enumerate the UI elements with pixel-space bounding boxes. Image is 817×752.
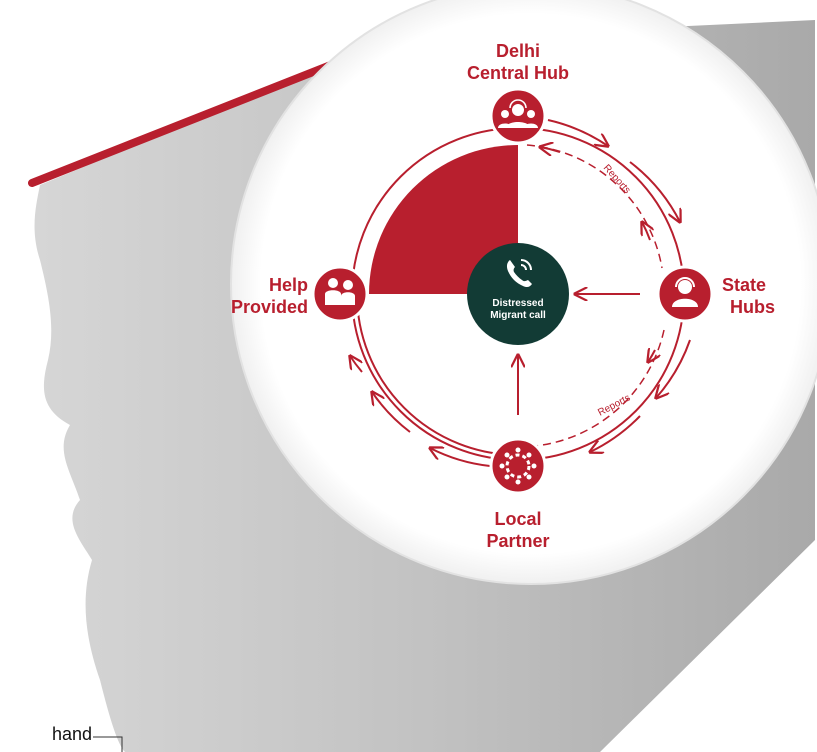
label-line: Delhi	[495, 41, 540, 61]
node-state-hubs	[656, 265, 714, 323]
people-embrace-icon	[325, 278, 355, 305]
label-help-provided: Help Provided	[212, 274, 308, 318]
node-local-partner	[489, 437, 547, 495]
inner-ring	[356, 293, 519, 456]
node-help-provided	[311, 265, 369, 323]
center-arrows	[518, 294, 640, 415]
corner-text: hand	[52, 724, 93, 744]
partner-circle-icon	[499, 447, 537, 485]
flow-arrows	[350, 119, 691, 467]
label-line: Hubs	[730, 297, 775, 317]
headset-agent-icon	[672, 277, 698, 307]
label-line: Help	[268, 275, 308, 295]
label-delhi-central-hub: Delhi Central Hub	[458, 40, 578, 84]
red-quarter-sector	[369, 145, 518, 294]
label-line: Central Hub	[466, 63, 569, 83]
center-line: Distressed	[492, 298, 544, 309]
label-line: Partner	[486, 531, 550, 551]
label-state-hubs: State Hubs	[722, 274, 792, 318]
center-line: Migrant call	[490, 310, 546, 321]
phone-call-icon	[506, 259, 532, 288]
center-call-circle	[467, 243, 569, 345]
label-line: State	[722, 275, 767, 295]
label-line: Provided	[230, 297, 308, 317]
center-call-label: Distressed Migrant call	[468, 298, 568, 322]
label-line: Local	[494, 509, 542, 529]
label-local-partner: Local Partner	[458, 508, 578, 552]
group-headset-icon	[498, 99, 538, 128]
node-delhi-central-hub	[489, 87, 547, 145]
callout-line	[93, 736, 123, 752]
reports-arc-bottom	[534, 329, 665, 447]
